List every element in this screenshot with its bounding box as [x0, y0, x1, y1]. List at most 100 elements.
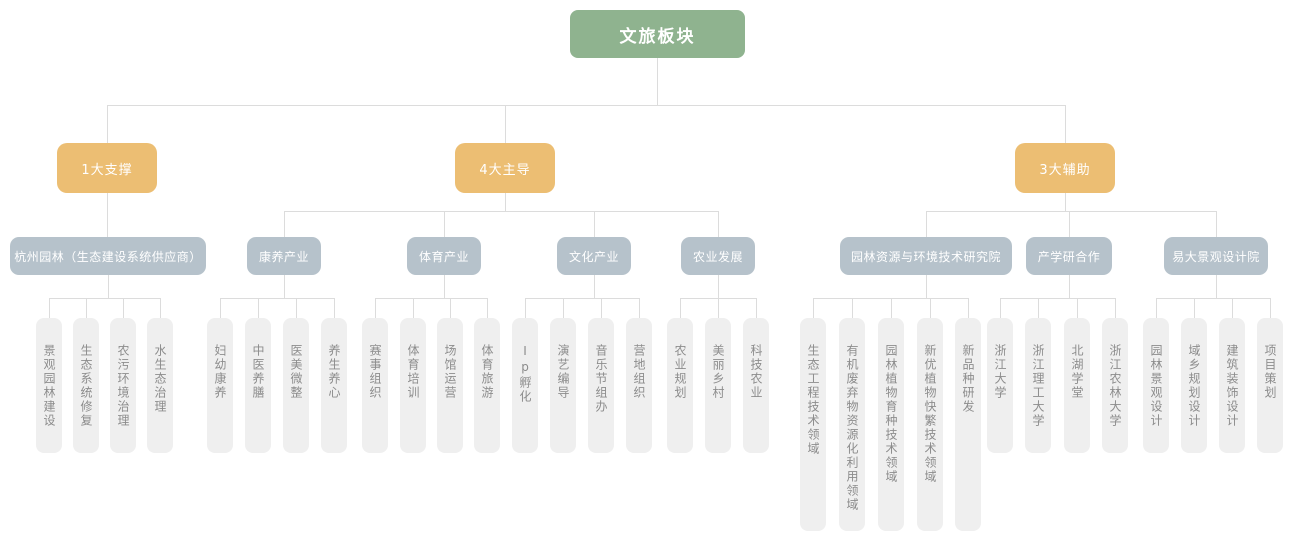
connector-line: [852, 298, 853, 318]
connector-line: [1065, 193, 1066, 211]
leaf-node-1-1-1: 体育培训: [400, 318, 426, 453]
leaf-node-2-0-0: 生态工程技术领域: [800, 318, 826, 531]
connector-line: [108, 275, 109, 298]
leaf-node-2-0-4: 新品种研发: [955, 318, 981, 531]
connector-line: [891, 298, 892, 318]
connector-line: [680, 298, 681, 318]
connector-line: [926, 211, 927, 237]
leaf-label: 有机废弃物资源化利用领域: [845, 344, 859, 512]
group-node-1-3: 农业发展: [681, 237, 755, 275]
leaf-node-2-0-1: 有机废弃物资源化利用领域: [839, 318, 865, 531]
connector-line: [220, 298, 221, 318]
leaf-label: 演艺编导: [556, 344, 570, 400]
connector-line: [1069, 211, 1070, 237]
connector-line: [220, 298, 334, 299]
leaf-label: 北湖学堂: [1070, 344, 1084, 400]
leaf-node-0-0-3: 水生态治理: [147, 318, 173, 453]
leaf-node-0-0-1: 生态系统修复: [73, 318, 99, 453]
connector-line: [525, 298, 639, 299]
connector-line: [487, 298, 488, 318]
connector-line: [525, 298, 526, 318]
connector-line: [1115, 298, 1116, 318]
leaf-node-1-1-2: 场馆运营: [437, 318, 463, 453]
connector-line: [718, 298, 719, 318]
leaf-label: 生态工程技术领域: [806, 344, 820, 456]
group-node-1-1: 体育产业: [407, 237, 481, 275]
connector-line: [813, 298, 968, 299]
leaf-label: 景观园林建设: [42, 344, 56, 428]
branch-node-2: 3大辅助: [1015, 143, 1115, 193]
connector-line: [505, 193, 506, 211]
connector-line: [284, 211, 285, 237]
connector-line: [284, 275, 285, 298]
leaf-label: 浙江大学: [993, 344, 1007, 400]
leaf-node-0-0-0: 景观园林建设: [36, 318, 62, 453]
connector-line: [49, 298, 160, 299]
connector-line: [657, 58, 658, 105]
connector-line: [563, 298, 564, 318]
connector-line: [334, 298, 335, 318]
connector-line: [1069, 275, 1070, 298]
leaf-label: 水生态治理: [153, 344, 167, 414]
connector-line: [444, 211, 445, 237]
leaf-node-1-2-3: 营地组织: [626, 318, 652, 453]
leaf-node-1-2-1: 演艺编导: [550, 318, 576, 453]
leaf-label: 新品种研发: [961, 344, 975, 414]
leaf-label: 浙江理工大学: [1031, 344, 1045, 428]
leaf-node-2-0-3: 新优植物快繁技术领域: [917, 318, 943, 531]
connector-line: [450, 298, 451, 318]
connector-line: [1194, 298, 1195, 318]
leaf-label: 音乐节组办: [594, 344, 608, 414]
leaf-node-1-0-0: 妇幼康养: [207, 318, 233, 453]
leaf-label: 科技农业: [749, 344, 763, 400]
leaf-node-1-2-0: Ip孵化: [512, 318, 538, 453]
leaf-node-2-2-2: 建筑装饰设计: [1219, 318, 1245, 453]
connector-line: [1216, 275, 1217, 298]
leaf-label: 营地组织: [632, 344, 646, 400]
leaf-label: 项目策划: [1263, 344, 1277, 400]
connector-line: [1232, 298, 1233, 318]
branch-node-1: 4大主导: [455, 143, 555, 193]
group-node-2-2: 易大景观设计院: [1164, 237, 1268, 275]
root-node: 文旅板块: [570, 10, 745, 58]
leaf-node-1-1-0: 赛事组织: [362, 318, 388, 453]
connector-line: [123, 298, 124, 318]
leaf-label: 养生养心: [327, 344, 341, 400]
leaf-node-2-1-0: 浙江大学: [987, 318, 1013, 453]
connector-line: [1216, 211, 1217, 237]
connector-line: [926, 275, 927, 298]
connector-line: [968, 298, 969, 318]
connector-line: [594, 275, 595, 298]
leaf-label: 域乡规划设计: [1187, 344, 1201, 428]
connector-line: [375, 298, 487, 299]
leaf-label: 新优植物快繁技术领域: [923, 344, 937, 484]
connector-line: [284, 211, 718, 212]
leaf-node-2-1-1: 浙江理工大学: [1025, 318, 1051, 453]
connector-line: [86, 298, 87, 318]
leaf-label: 医美微整: [289, 344, 303, 400]
leaf-label: 中医养膳: [251, 344, 265, 400]
connector-line: [505, 105, 506, 143]
leaf-label: 场馆运营: [443, 344, 457, 400]
leaf-label: 体育旅游: [480, 344, 494, 400]
leaf-label: 园林景观设计: [1149, 344, 1163, 428]
leaf-node-1-0-1: 中医养膳: [245, 318, 271, 453]
leaf-label: 农业规划: [673, 344, 687, 400]
connector-line: [1065, 105, 1066, 143]
leaf-node-2-1-3: 浙江农林大学: [1102, 318, 1128, 453]
leaf-label: Ip孵化: [518, 344, 532, 404]
connector-line: [1000, 298, 1115, 299]
connector-line: [594, 211, 595, 237]
leaf-node-1-3-0: 农业规划: [667, 318, 693, 453]
leaf-node-1-0-2: 医美微整: [283, 318, 309, 453]
leaf-label: 妇幼康养: [213, 344, 227, 400]
leaf-node-2-2-1: 域乡规划设计: [1181, 318, 1207, 453]
connector-line: [718, 211, 719, 237]
connector-line: [107, 105, 1065, 106]
leaf-node-2-2-3: 项目策划: [1257, 318, 1283, 453]
connector-line: [718, 275, 719, 298]
branch-node-0: 1大支撑: [57, 143, 157, 193]
leaf-node-1-2-2: 音乐节组办: [588, 318, 614, 453]
connector-line: [930, 298, 931, 318]
